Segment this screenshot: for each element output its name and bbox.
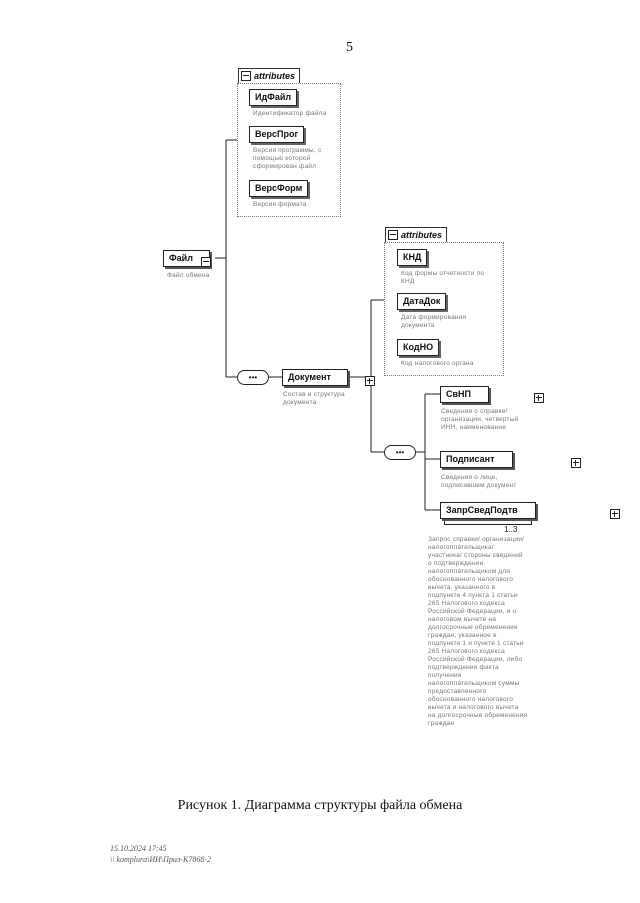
- attr-versform[interactable]: ВерсФорм: [249, 180, 309, 197]
- element-document[interactable]: Документ: [282, 369, 348, 386]
- root-element-file-label: Файл: [169, 253, 193, 263]
- attr-datadok-desc: Дата формирования документа: [401, 314, 467, 329]
- root-element-file-desc: Файл обмена: [167, 272, 210, 279]
- element-document-desc: Состав и структура документа: [283, 391, 345, 406]
- figure-caption: Рисунок 1. Диаграмма структуры файла обм…: [177, 798, 463, 813]
- element-zaprsvedpodtv-desc: Запрос справки/ организации/ налогоплате…: [428, 536, 528, 727]
- attributes-label: attributes: [254, 71, 296, 81]
- element-document-label: Документ: [288, 372, 331, 382]
- attr-kodno[interactable]: КодНО: [397, 339, 440, 356]
- page-number: 5: [346, 40, 353, 55]
- file-attributes-tab[interactable]: attributes: [238, 68, 301, 83]
- element-svnp-label: СвНП: [446, 389, 472, 399]
- element-podpisant-desc: Сведения о лице, подписавшем документ: [441, 474, 517, 489]
- element-podpisant[interactable]: Подписант: [440, 451, 513, 468]
- collapse-icon[interactable]: [388, 230, 398, 240]
- expand-icon[interactable]: [571, 458, 582, 468]
- attr-knd[interactable]: КНД: [397, 249, 428, 266]
- collapse-icon[interactable]: [241, 71, 251, 81]
- attr-knd-desc: Код формы отчетности по КНД: [401, 270, 485, 285]
- attr-kodno-desc: Код налогового органа: [401, 360, 474, 367]
- sequence-compositor-icon[interactable]: •••: [237, 370, 269, 385]
- element-zaprsvedpodtv[interactable]: ЗапрСведПодтв: [440, 502, 536, 519]
- root-element-file[interactable]: Файл: [163, 250, 210, 267]
- attr-versprog-desc: Версия программы, с помощью которой сфор…: [253, 147, 322, 170]
- attr-idfile[interactable]: ИдФайл: [249, 89, 298, 106]
- element-zaprsvedpodtv-label: ЗапрСведПодтв: [446, 505, 518, 515]
- attributes-label: attributes: [401, 230, 443, 240]
- expand-icon[interactable]: [533, 393, 544, 403]
- attr-versprog[interactable]: ВерсПрог: [249, 126, 305, 143]
- attr-datadok[interactable]: ДатаДок: [397, 293, 447, 310]
- footer-date: 15.10.2024 17:45: [110, 844, 167, 853]
- footer-path: \\ komplura\ИИ\Прил-К7868-2: [110, 855, 212, 864]
- collapse-icon[interactable]: [201, 257, 211, 267]
- expand-icon[interactable]: [364, 376, 375, 386]
- element-podpisant-label: Подписант: [446, 454, 495, 464]
- attr-idfile-desc: Идентификатор файла: [253, 110, 327, 117]
- doc-attributes-tab[interactable]: attributes: [385, 227, 448, 242]
- expand-icon[interactable]: [609, 509, 620, 519]
- element-svnp[interactable]: СвНП: [440, 386, 490, 403]
- sequence-compositor-icon[interactable]: •••: [384, 445, 416, 460]
- element-svnp-desc: Сведения о справке/ организации, четверт…: [441, 408, 519, 431]
- multiplicity-label: 1..3: [504, 525, 518, 534]
- attr-versform-desc: Версия формата: [253, 201, 307, 208]
